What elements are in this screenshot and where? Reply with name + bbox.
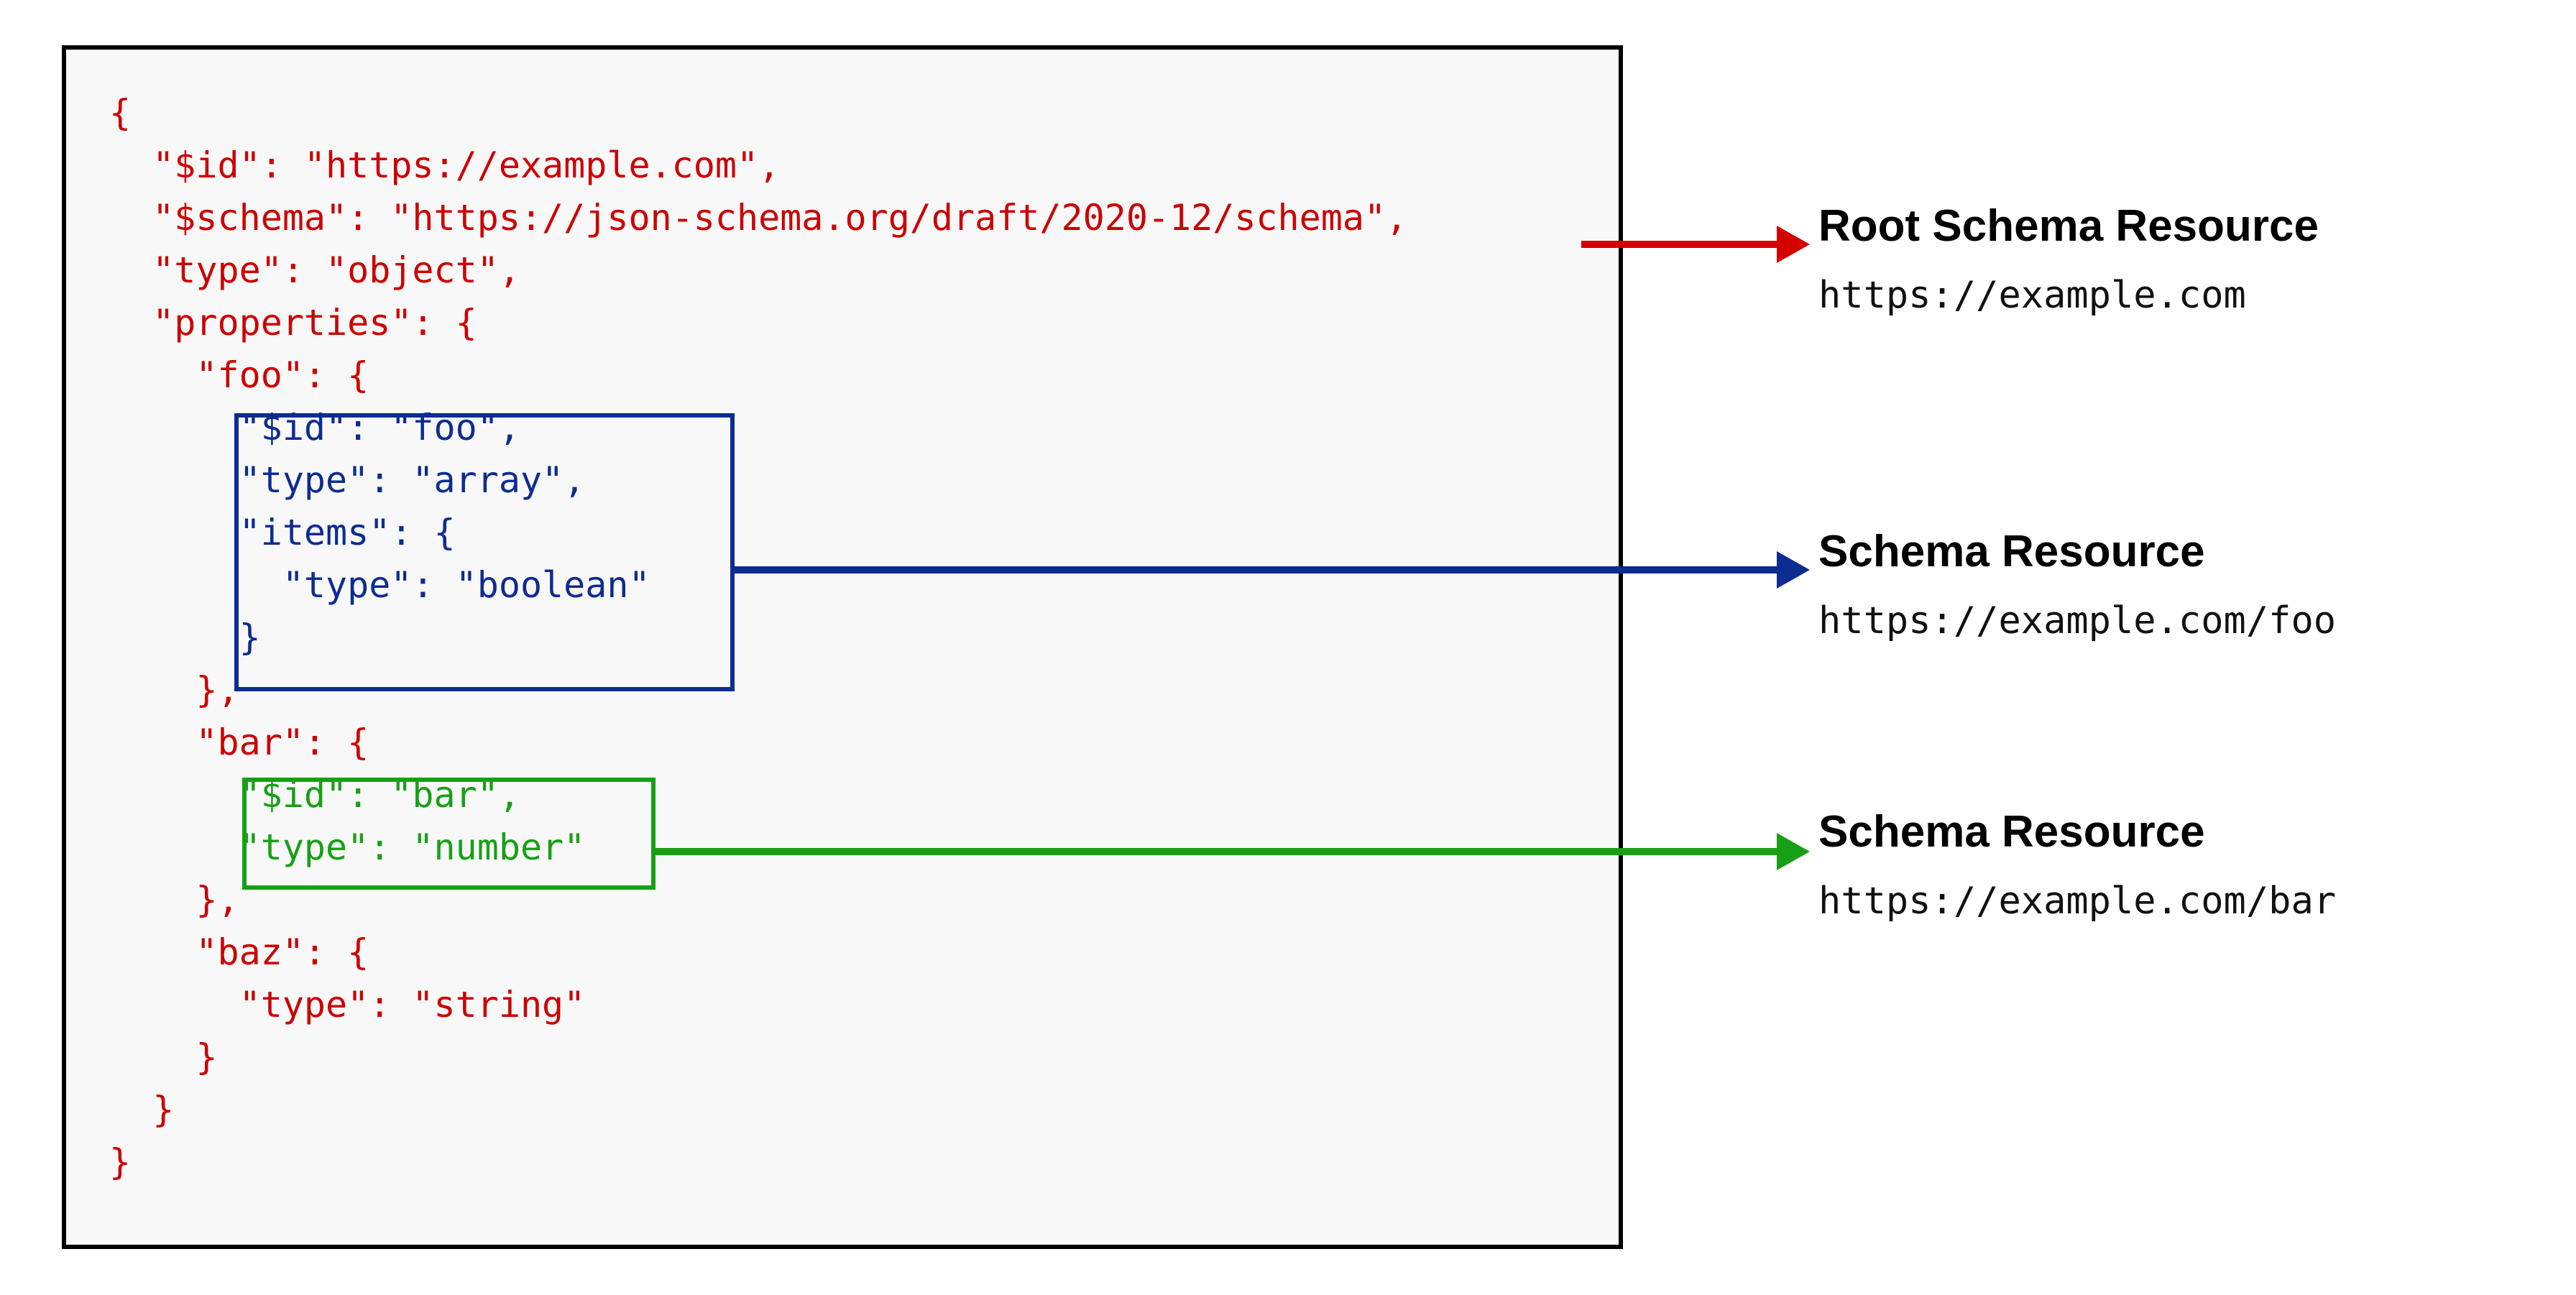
code-line: "type": "array", xyxy=(109,459,586,501)
code-line: "type": "boolean" xyxy=(109,564,650,606)
annotation-url: https://example.com/bar xyxy=(1818,880,2337,923)
arrow-head-icon xyxy=(1777,226,1810,263)
code-line: } xyxy=(109,1089,175,1130)
code-line: "foo": { xyxy=(109,354,369,396)
code-line: "type": "number" xyxy=(109,826,586,868)
bar-schema-highlight-box xyxy=(242,778,656,890)
code-line: "baz": { xyxy=(109,931,369,973)
annotation-title: Schema Resource xyxy=(1818,527,2205,576)
code-line: { xyxy=(109,92,132,134)
annotation-foo-schema-resource: Schema Resource https://example.com/foo xyxy=(1818,528,2336,642)
annotation-url: https://example.com/foo xyxy=(1818,599,2337,642)
annotation-root-schema-resource: Root Schema Resource https://example.com xyxy=(1818,201,2319,317)
arrow-head-icon xyxy=(1777,833,1810,870)
code-line: }, xyxy=(109,669,239,711)
annotation-title: Schema Resource xyxy=(1818,807,2205,857)
arrow-head-icon xyxy=(1777,551,1810,589)
foo-schema-highlight-box xyxy=(234,413,735,691)
arrow-shaft xyxy=(653,848,1777,855)
annotation-bar-schema-resource: Schema Resource https://example.com/bar xyxy=(1818,807,2337,923)
code-line: } xyxy=(109,617,261,658)
annotation-title: Root Schema Resource xyxy=(1818,201,2319,251)
code-line: "bar": { xyxy=(109,722,369,763)
code-line: "items": { xyxy=(109,512,456,553)
code-line: } xyxy=(109,1141,132,1183)
json-schema-code-panel: { "$id": "https://example.com", "$schema… xyxy=(62,45,1623,1249)
arrow-shaft xyxy=(732,566,1777,573)
code-line: "properties": { xyxy=(109,302,477,344)
annotation-url: https://example.com xyxy=(1818,274,2246,317)
code-line: "$schema": "https://json-schema.org/draf… xyxy=(109,197,1408,239)
code-line: "$id": "https://example.com", xyxy=(109,144,781,186)
code-line: } xyxy=(109,1036,218,1078)
code-line: }, xyxy=(109,879,239,921)
arrow-shaft xyxy=(1581,241,1777,248)
code-line: "type": "string" xyxy=(109,984,586,1026)
code-line: "type": "object", xyxy=(109,249,520,291)
